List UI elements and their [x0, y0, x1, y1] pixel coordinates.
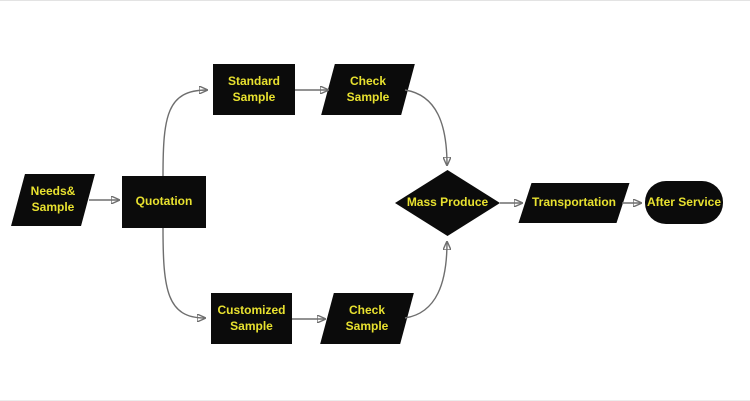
node-label: Check Sample: [345, 302, 389, 333]
node-transportation: Transportation: [518, 183, 630, 223]
node-label: Standard Sample: [227, 73, 280, 104]
edge-checktop-to-massproduce: [404, 89, 447, 165]
stadium-shape: [645, 181, 723, 224]
rectangle-shape: [213, 64, 295, 115]
node-label: Mass Produce: [406, 195, 489, 210]
edge-quotation-to-standard: [162, 90, 207, 177]
rectangle-shape: [122, 176, 206, 228]
node-label: Check Sample: [346, 73, 390, 104]
node-label: Customized Sample: [217, 302, 286, 333]
node-label: Quotation: [135, 194, 193, 209]
node-check-sample-top: Check Sample: [321, 64, 415, 115]
node-after-service: After Service: [645, 181, 723, 224]
node-check-sample-bottom: Check Sample: [320, 293, 414, 344]
node-label: Needs& Sample: [30, 184, 76, 214]
edge-checkbottom-to-massproduce: [404, 242, 447, 319]
node-quotation: Quotation: [122, 176, 206, 228]
node-needs-sample: Needs& Sample: [11, 174, 95, 226]
node-mass-produce: Mass Produce: [395, 170, 500, 236]
node-standard-sample: Standard Sample: [213, 64, 295, 115]
node-label: Transportation: [531, 195, 616, 210]
node-label: After Service: [646, 194, 722, 209]
node-customized-sample: Customized Sample: [211, 293, 292, 344]
rectangle-shape: [211, 293, 292, 344]
edge-quotation-to-customized: [162, 227, 205, 318]
